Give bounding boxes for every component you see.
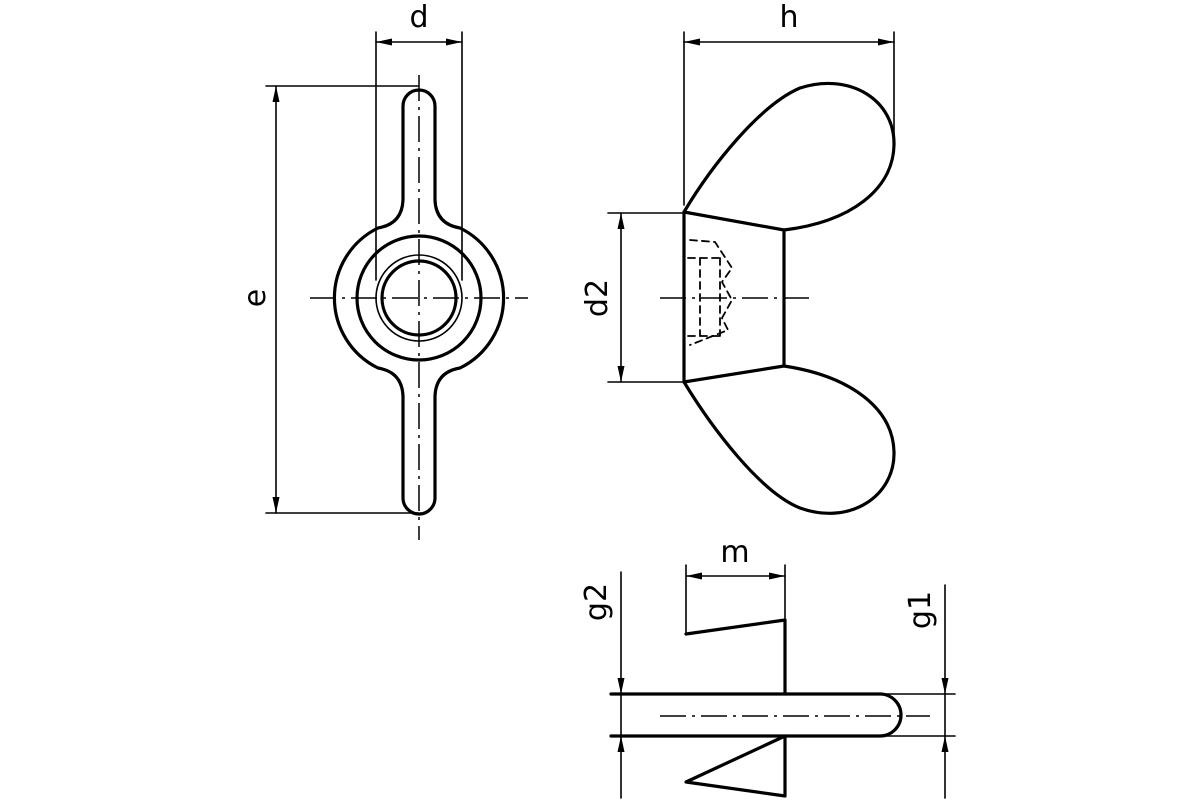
label-g1: g1 [903,591,938,629]
label-e: e [238,289,273,307]
top-hub-outline [684,618,787,798]
label-g2: g2 [579,583,614,621]
front-thread-circle [375,254,463,342]
label-d2: d2 [580,279,615,317]
label-m: m [720,535,749,570]
front-boss-circle [355,234,483,362]
side-upper-wing [682,82,896,232]
front-view [265,31,528,540]
side-hidden-bore [689,239,733,346]
side-body-outline [682,210,786,384]
side-lower-wing [682,364,896,515]
front-bore-circle [380,259,458,337]
front-wing-outline [332,88,506,516]
top-view [609,564,956,799]
side-view [607,31,896,515]
label-h: h [779,0,798,35]
top-wing-edge [609,692,903,738]
dimension-labels: d h e d2 m g2 g1 [238,0,938,629]
drawing-lines [265,31,956,799]
label-d: d [409,0,428,35]
